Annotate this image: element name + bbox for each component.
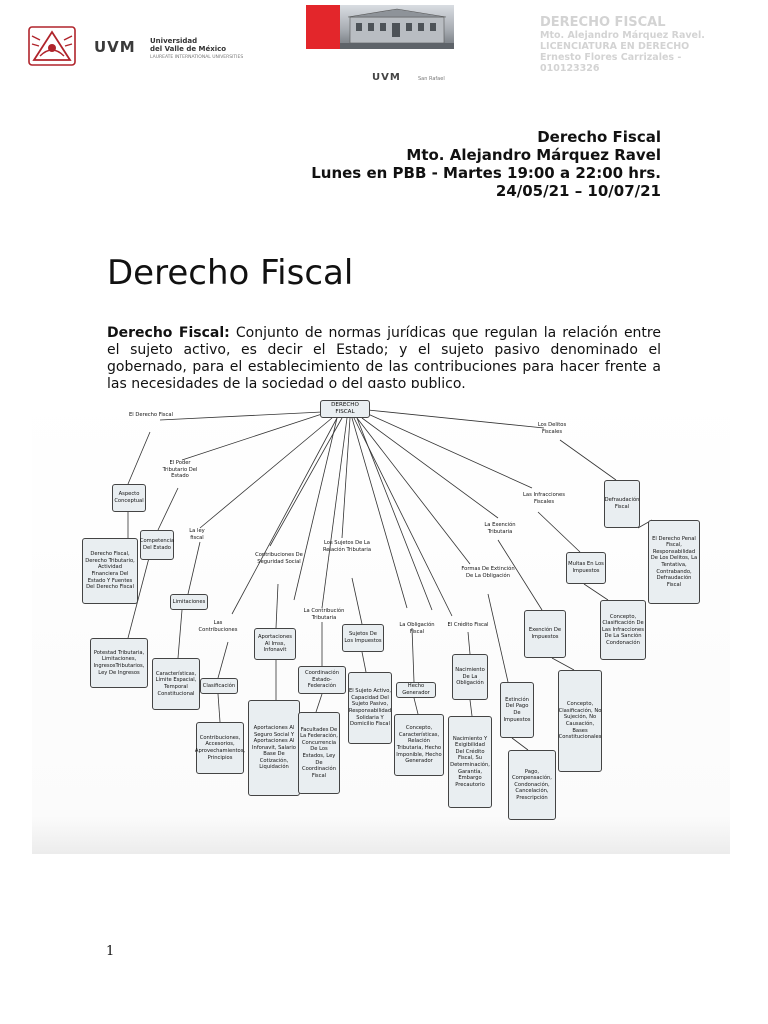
- map-node-concepto-obligacion: Concepto, Características, Relación Trib…: [394, 714, 444, 776]
- concept-map-connectors: [127, 409, 653, 751]
- map-label-poder-tributario: El Poder Tributario Del Estado: [162, 460, 198, 480]
- map-node-facultades: Facultades De La Federación, Concurrenci…: [298, 712, 340, 794]
- map-node-contribuciones-detalle: Contribuciones, Accesorios, Aprovechamie…: [195, 722, 245, 774]
- course-name: Derecho Fiscal: [537, 128, 661, 146]
- map-label-contribuciones-seguridad-social: Contribuciones De Seguridad Social: [255, 552, 303, 565]
- course-teacher: Mto. Alejandro Márquez Ravel: [406, 146, 661, 164]
- header-teacher: Mto. Alejandro Márquez Ravel.: [540, 30, 705, 41]
- banner-campus-name: San Rafael: [418, 76, 445, 82]
- header-course-info: DERECHO FISCAL Mto. Alejandro Márquez Ra…: [540, 15, 760, 75]
- map-label-formas-extincion: Formas De Extinción De La Obligación: [461, 566, 515, 579]
- course-dates: 24/05/21 – 10/07/21: [495, 182, 661, 200]
- map-node-nacimiento-detalle: Nacimiento Y Exigibilidad Del Crédito Fi…: [448, 716, 492, 808]
- header-degree: LICENCIATURA EN DERECHO: [540, 41, 690, 52]
- map-label-el-derecho-fiscal: El Derecho Fiscal: [129, 412, 173, 418]
- map-label-sujetos-relacion: Los Sujetos De La Relación Tributaria: [322, 540, 372, 553]
- map-node-aspecto-detalle: Derecho Fiscal, Derecho Tributario, Acti…: [82, 538, 138, 604]
- map-node-defraudacion: Defraudación Fiscal: [604, 480, 640, 528]
- map-node-caracteristicas: Características, Límite Espacial, Tempor…: [152, 658, 200, 710]
- concept-map: DERECHO FISCAL El Derecho Fiscal El Pode…: [32, 388, 730, 854]
- university-crest-logo: [28, 26, 76, 66]
- map-node-multas: Multas En Los Impuestos: [566, 552, 606, 584]
- university-line2: del Valle de México: [150, 44, 227, 53]
- header-student-id: 010123326: [540, 63, 600, 74]
- map-label-las-contribuciones: Las Contribuciones: [198, 620, 238, 633]
- course-schedule: Lunes en PBB - Martes 19:00 a 22:00 hrs.: [311, 164, 661, 182]
- course-info-block: Derecho Fiscal Mto. Alejandro Márquez Ra…: [311, 128, 661, 200]
- map-label-ley-fiscal: La ley fiscal: [189, 528, 205, 541]
- banner-campus-photo: [340, 5, 454, 49]
- map-node-potestad: Potestad Tributaria, Limitaciones, Ingre…: [90, 638, 148, 688]
- university-line1: Universidad: [150, 37, 198, 45]
- map-label-obligacion-fiscal: La Obligación Fiscal: [399, 622, 435, 635]
- map-label-infracciones-fiscales: Las Infracciones Fiscales: [523, 492, 565, 505]
- map-node-pago: Pago, Compensación, Condonación, Cancela…: [508, 750, 556, 820]
- map-label-exencion-tributaria: La Exención Tributaria: [484, 522, 516, 535]
- header-student: Ernesto Flores Carrizales -: [540, 52, 682, 63]
- university-name: Universidad del Valle de México LAUREATE…: [150, 37, 250, 62]
- map-node-competencia: Competencia Del Estado: [140, 530, 174, 560]
- map-node-limitaciones: Limitaciones: [170, 594, 208, 610]
- map-node-hecho-generador: Hecho Generador: [396, 682, 436, 698]
- uvm-logo: UVM: [94, 38, 136, 56]
- banner-red-block: [306, 5, 340, 49]
- map-node-concepto-infracciones: Concepto, Clasificación De Las Infraccio…: [600, 600, 646, 660]
- map-node-nacimiento: Nacimiento De La Obligación: [452, 654, 488, 700]
- map-node-concepto-exencion: Concepto, Clasificación, No Sujeción, No…: [558, 670, 602, 772]
- map-node-aportaciones-detalle: Aportaciones Al Seguro Social Y Aportaci…: [248, 700, 300, 796]
- map-label-contribucion-tributaria: La Contribución Tributaria: [303, 608, 345, 621]
- map-node-aportaciones: Aportaciones Al Imss, Infonavit: [254, 628, 296, 660]
- page-number: 1: [106, 944, 115, 959]
- map-node-exencion-impuestos: Exención De Impuestos: [524, 610, 566, 658]
- map-node-sujetos-impuestos: Sujetos De Los Impuestos: [342, 624, 384, 652]
- definition-paragraph: Derecho Fiscal: Conjunto de normas juríd…: [107, 325, 661, 393]
- banner-uvm-logo: UVM: [372, 72, 401, 83]
- definition-term: Derecho Fiscal:: [107, 325, 230, 341]
- map-label-delitos-fiscales: Los Delitos Fiscales: [537, 422, 567, 435]
- map-node-aspecto: Aspecto Conceptual: [112, 484, 146, 512]
- map-root-node: DERECHO FISCAL: [320, 400, 370, 418]
- map-node-derecho-penal: El Derecho Penal Fiscal, Responsabilidad…: [648, 520, 700, 604]
- map-node-sujeto-activo: El Sujeto Activo, Capacidad Del Sujeto P…: [348, 672, 392, 744]
- header-title: DERECHO FISCAL: [540, 15, 666, 30]
- document-title: Derecho Fiscal: [107, 253, 354, 293]
- map-label-credito-fiscal: El Crédito Fiscal: [447, 622, 489, 628]
- university-small: LAUREATE INTERNATIONAL UNIVERSITIES: [150, 55, 244, 60]
- map-node-coordinacion: Coordinación Estado-Federación: [298, 666, 346, 694]
- map-node-extincion-pago: Extinción Del Pago De Impuestos: [500, 682, 534, 738]
- map-node-clasificacion: Clasificación: [200, 678, 238, 694]
